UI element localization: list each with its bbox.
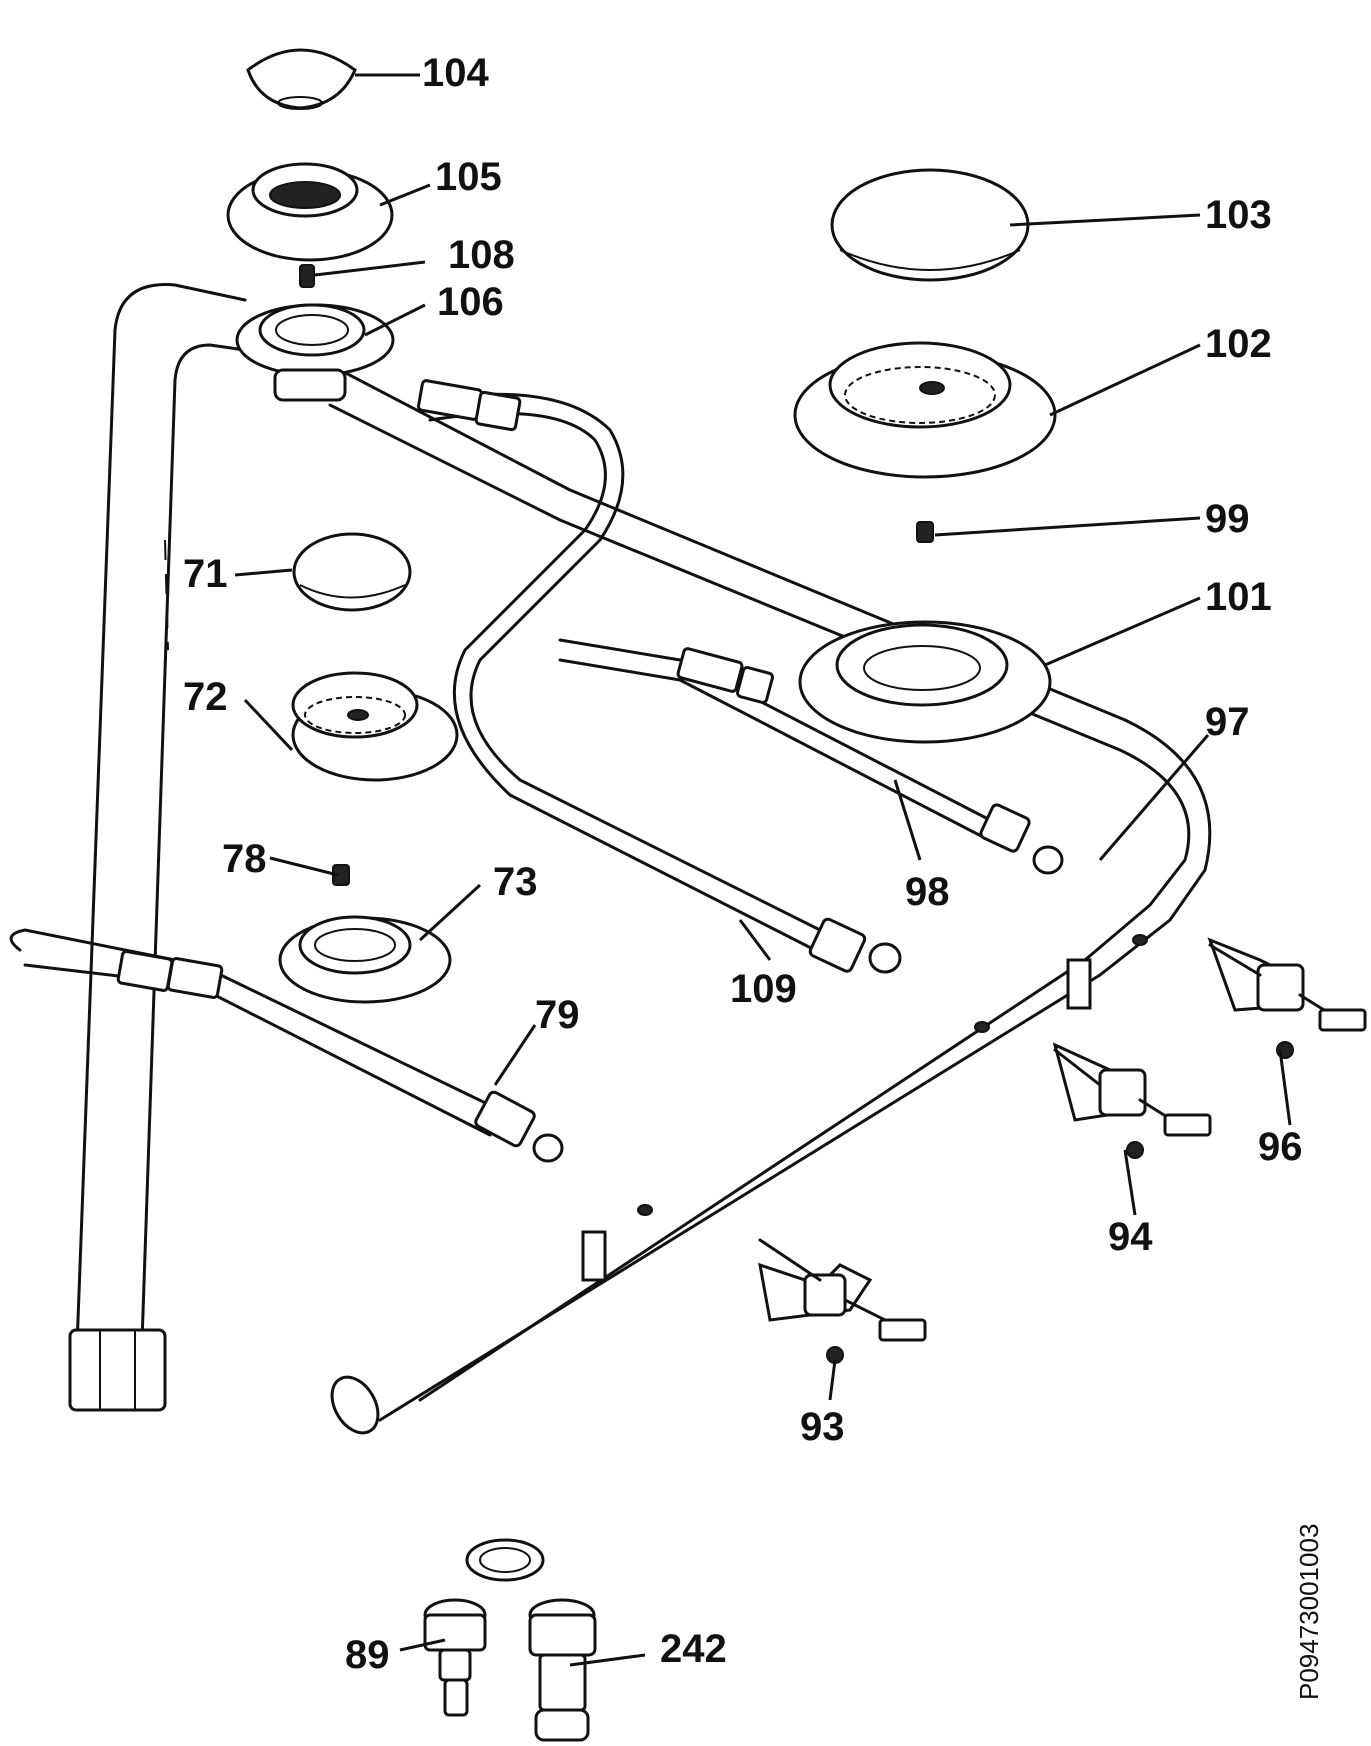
injector-108: [299, 264, 315, 288]
label-101: 101: [1205, 575, 1272, 619]
burner-base-106: [235, 303, 395, 402]
label-108: 108: [448, 233, 515, 277]
label-93: 93: [800, 1405, 845, 1449]
part-labels: 104 105 108 106 103 102 99 71 101 72 97 …: [183, 51, 1303, 1677]
label-242: 242: [660, 1627, 727, 1671]
large-burner-crown-102: [793, 341, 1057, 479]
gas-manifold-tube: [68, 283, 1212, 1435]
gas-pipe-109: [808, 917, 902, 974]
label-89: 89: [345, 1633, 390, 1677]
label-78: 78: [222, 837, 267, 881]
label-104: 104: [422, 51, 489, 95]
gas-tap-94: [1052, 1042, 1212, 1159]
label-94: 94: [1108, 1215, 1153, 1259]
fitting-242: [528, 1598, 597, 1742]
fitting-89: [423, 1598, 487, 1717]
label-98: 98: [905, 870, 950, 914]
label-109: 109: [730, 967, 797, 1011]
gas-pipe-106-feed: [416, 379, 822, 952]
label-79: 79: [535, 993, 580, 1037]
washer: [465, 1538, 545, 1582]
label-106: 106: [437, 280, 504, 324]
burner-crown-72: [291, 671, 459, 782]
injector-99: [916, 521, 934, 543]
burner-crown-105: [226, 162, 394, 262]
large-burner-base-101: [798, 620, 1052, 744]
large-burner-cap-103: [830, 168, 1030, 282]
gas-pipe-79: [9, 928, 564, 1163]
label-97: 97: [1205, 700, 1250, 744]
label-99: 99: [1205, 497, 1250, 541]
leader-lines: [234, 73, 1292, 1667]
burner-base-73: [278, 915, 452, 1004]
drawing-code: P09473001003: [1294, 1524, 1324, 1700]
burner-cap-71: [292, 532, 412, 612]
small-burner-cap-104: [246, 48, 357, 110]
label-73: 73: [493, 860, 538, 904]
label-102: 102: [1205, 322, 1272, 366]
gas-tap-96: [1207, 937, 1367, 1059]
label-72: 72: [183, 675, 228, 719]
label-71: 71: [183, 552, 228, 596]
gas-tap-93: [758, 1238, 927, 1364]
gas-pipe-98: [558, 638, 1064, 875]
label-96: 96: [1258, 1125, 1303, 1169]
label-103: 103: [1205, 193, 1272, 237]
label-105: 105: [435, 155, 502, 199]
